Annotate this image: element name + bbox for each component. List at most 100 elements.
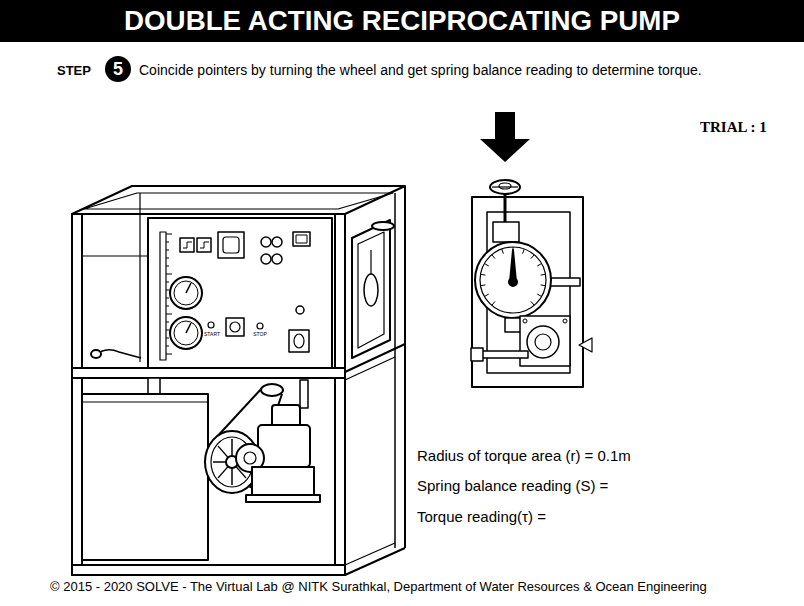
pump-rig-part	[174, 281, 198, 305]
torque-detail-view-part-part	[531, 255, 534, 259]
pump-rig-part-part	[166, 314, 172, 315]
pump-rig-part-part	[166, 290, 169, 291]
pump-rig-part-part	[166, 234, 172, 235]
torque-detail-view-part	[493, 222, 519, 242]
pump-rig-part	[186, 323, 191, 333]
torque-detail-view-part	[505, 318, 521, 332]
pump-rig-part	[252, 467, 314, 495]
torque-detail-view-part	[548, 278, 580, 286]
torque-detail-view-part-part	[537, 294, 541, 297]
title-banner	[0, 0, 804, 42]
pump-rig-part	[258, 425, 310, 467]
torque-detail-view	[471, 180, 592, 387]
torque-detail-view-part-part	[484, 264, 488, 267]
pump-rig-part	[208, 322, 214, 328]
pump-rig-part	[230, 322, 240, 332]
pump-rig-part	[372, 222, 394, 230]
pump-rig-part	[261, 254, 271, 264]
pump-rig-part	[404, 186, 406, 548]
torque-detail-view-part-part	[502, 249, 504, 254]
pump-rig-part	[289, 330, 309, 352]
pump-rig-part	[272, 405, 300, 427]
copyright-caption: © 2015 - 2020 SOLVE - The Virtual Lab @ …	[50, 580, 707, 595]
torque-detail-view-part	[472, 197, 583, 387]
torque-detail-view-part-part	[481, 284, 486, 286]
pump-rig-part-part	[166, 322, 169, 323]
pump-rig-part	[293, 232, 310, 246]
pump-rig-part-part	[166, 354, 172, 355]
step-number-circle: 5	[105, 56, 131, 82]
torque-detail-view-part	[527, 326, 559, 358]
pump-rig-part	[246, 495, 320, 502]
pump-rig-part	[72, 186, 405, 214]
pump-rig-part	[370, 250, 371, 274]
torque-detail-view-part-part	[481, 274, 486, 276]
pump-rig-part	[226, 318, 244, 336]
pump-rig-part	[82, 401, 208, 402]
pump-rig-part	[294, 334, 304, 348]
pump-rig-part-part	[166, 258, 169, 259]
pump-rig-part	[257, 323, 263, 329]
torque-detail-view-part	[476, 351, 528, 358]
pointer-arrow-part	[480, 139, 530, 162]
pump-rig-part-part	[166, 330, 169, 331]
pump-rig-part	[82, 394, 208, 560]
torque-detail-view-part-part	[484, 294, 488, 297]
pump-rig-part	[183, 242, 192, 248]
step-number: 5	[113, 60, 123, 78]
pump-rig-part	[335, 214, 345, 575]
pump-rig-part-part	[166, 346, 169, 347]
pump-rig-part	[180, 238, 194, 252]
pump-rig-part	[261, 237, 271, 247]
pump-rig-part-part	[166, 282, 169, 283]
reading-label: Radius of torque area (r) = 0.1m	[417, 447, 631, 464]
pump-rig-part	[72, 368, 345, 378]
pump-rig-part-part	[166, 306, 169, 307]
pump-rig-part	[160, 232, 166, 360]
pump-rig-part	[345, 543, 395, 565]
torque-detail-view-part	[509, 278, 517, 286]
step-label: STEP	[57, 64, 91, 79]
pump-rig-part	[170, 317, 202, 349]
pump-rig-part	[358, 232, 384, 348]
instruction-text: Coincide pointers by turning the wheel a…	[139, 62, 702, 78]
pointer-arrow	[480, 112, 530, 162]
pump-rig-part	[84, 193, 393, 209]
pump-rig-part	[197, 238, 211, 252]
title-banner-part	[0, 0, 804, 42]
torque-detail-view-part	[490, 180, 520, 194]
pump-rig-part	[296, 306, 304, 314]
page-title: DOUBLE ACTING RECIPROCATING PUMP	[0, 0, 804, 42]
pump-rig-part	[300, 380, 308, 408]
pump-rig-part	[174, 321, 198, 345]
pump-rig-part	[91, 350, 101, 358]
pump-rig-part	[272, 254, 282, 264]
reading-label: Torque reading(τ) =	[417, 508, 546, 525]
torque-detail-view-part	[563, 319, 567, 323]
torque-detail-view-part-part	[541, 274, 546, 276]
pump-rig-part-part	[166, 338, 169, 339]
pump-rig-part	[148, 378, 160, 394]
torque-detail-view-part	[492, 186, 518, 187]
pump-rig-part	[82, 255, 148, 256]
pump-rig-part	[345, 357, 395, 380]
pump-rig-part	[200, 242, 209, 248]
pump-rig-part-part	[166, 242, 169, 243]
pump-rig-part	[244, 452, 256, 464]
torque-detail-view-part-part	[523, 249, 525, 254]
button-label: START	[204, 332, 220, 338]
pump-rig-part	[352, 220, 390, 358]
pump-rig-part	[296, 235, 307, 243]
torque-detail-view-part-part	[541, 284, 546, 286]
pump-rig-part	[205, 431, 259, 493]
pump-rig-part	[72, 565, 345, 575]
button-label: STOP	[253, 332, 267, 338]
pump-rig-part	[261, 384, 283, 396]
torque-detail-view-part	[535, 334, 551, 350]
torque-detail-view-part	[480, 247, 546, 313]
pump-rig-part	[72, 214, 82, 575]
torque-detail-view-part	[579, 338, 592, 352]
torque-detail-view-part	[523, 319, 527, 323]
reading-label: Spring balance reading (S) =	[417, 477, 608, 494]
